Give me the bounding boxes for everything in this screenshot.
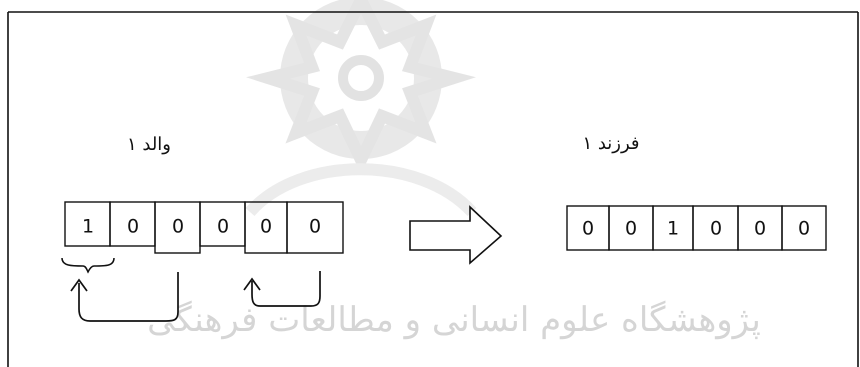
parent-cell-value-6: 0 <box>309 216 321 238</box>
child-cell-value-3: 1 <box>667 218 679 240</box>
child-cell-value-2: 0 <box>625 218 637 240</box>
parent-cell-6 <box>286 201 344 254</box>
move-arrow-right-icon <box>243 277 261 291</box>
first-cell-brace <box>61 257 115 274</box>
watermark-logo <box>245 0 477 217</box>
move-arrow-right-path <box>251 271 321 307</box>
move-arrow-left-icon <box>70 278 88 292</box>
child-array: 0 0 1 0 0 0 <box>566 205 827 251</box>
watermark-star <box>246 0 476 174</box>
parent-cell-value-2: 0 <box>127 216 139 238</box>
transform-arrow-icon <box>409 205 503 265</box>
watermark-center <box>338 55 384 101</box>
watermark-text: پژوهشگاه علوم انسانی و مطالعات فرهنگی <box>147 300 761 340</box>
child-cell-value-1: 0 <box>582 218 594 240</box>
move-arrow-left-path <box>78 272 179 322</box>
parent-cell-value-3: 0 <box>172 216 184 238</box>
watermark-arc <box>245 163 477 217</box>
parent-label: والد ۱ <box>127 134 171 155</box>
parent-cell-value-5: 0 <box>260 216 272 238</box>
child-cell-6 <box>781 205 827 251</box>
child-cell-value-4: 0 <box>710 218 722 240</box>
child-cell-value-6: 0 <box>798 218 810 240</box>
child-cell-value-5: 0 <box>754 218 766 240</box>
parent-array: 1 0 0 0 0 0 <box>64 201 344 254</box>
child-label: فرزند ۱ <box>582 133 639 154</box>
parent-cell-value-1: 1 <box>82 216 94 238</box>
parent-cell-value-4: 0 <box>217 216 229 238</box>
